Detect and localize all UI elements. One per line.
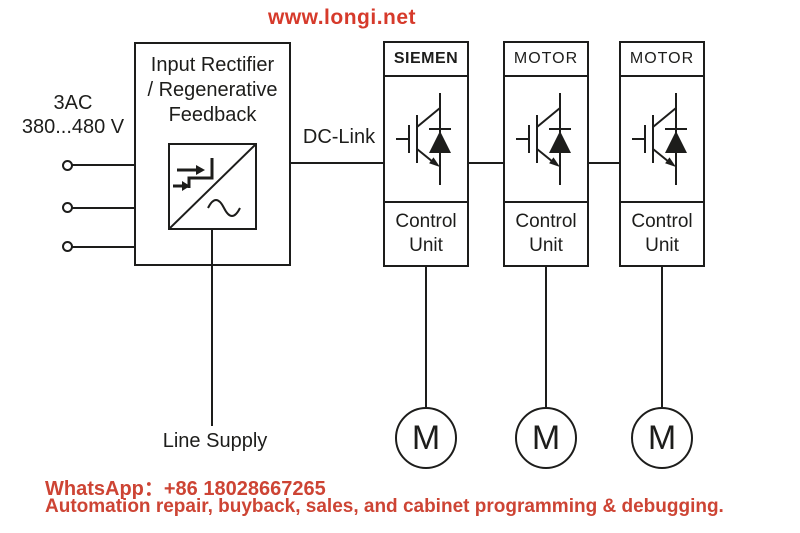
motor-wire-1: [425, 267, 427, 407]
motor-wire-2: [545, 267, 547, 407]
motor-1-label: M: [411, 418, 441, 457]
igbt-diode-icon: [503, 75, 589, 203]
website-url: www.longi.net: [268, 6, 417, 29]
module-3-control-unit: Control Unit: [619, 201, 705, 267]
supply-voltage-line2: 380...480 V: [21, 116, 125, 138]
supply-voltage-label: 3AC 380...480 V: [16, 91, 130, 139]
inverter-module-3: MOTOR Control Unit: [619, 41, 705, 267]
line-supply-label: Line Supply: [162, 430, 268, 452]
rectifier-title-line3: Feedback: [168, 104, 257, 126]
igbt-diode-icon: [619, 75, 705, 203]
terminal-dot-2: [62, 202, 73, 213]
inverter-module-1: SIEMEN Control Unit: [383, 41, 469, 267]
motor-2-label: M: [531, 418, 561, 457]
motor-symbol-1: M: [395, 407, 457, 469]
input-rectifier-block: Input Rectifier / Regenerative Feedback: [134, 42, 291, 266]
motor-symbol-3: M: [631, 407, 693, 469]
line-supply-wire: [211, 228, 213, 426]
module-2-control-unit: Control Unit: [503, 201, 589, 267]
module-1-control-unit: Control Unit: [383, 201, 469, 267]
terminal-dot-3: [62, 241, 73, 252]
dc-link-label: DC-Link: [302, 126, 376, 148]
module-2-header: MOTOR: [503, 41, 589, 77]
terminal-dot-1: [62, 160, 73, 171]
phase-wire-1: [72, 164, 134, 166]
motor-3-label: M: [647, 418, 677, 457]
inverter-module-2: MOTOR Control Unit: [503, 41, 589, 267]
rectifier-title: Input Rectifier / Regenerative Feedback: [136, 53, 289, 128]
module-3-header: MOTOR: [619, 41, 705, 77]
motor-symbol-2: M: [515, 407, 577, 469]
services-tagline: Automation repair, buyback, sales, and c…: [45, 496, 724, 517]
dc-link-wire: [291, 162, 383, 164]
rectifier-title-line2: / Regenerative: [147, 79, 278, 101]
motor-wire-3: [661, 267, 663, 407]
phase-wire-2: [72, 207, 134, 209]
igbt-diode-icon: [383, 75, 469, 203]
dc-bus-wire-2-3: [589, 162, 619, 164]
whatsapp-contact: WhatsApp：+86 18028667265: [45, 478, 326, 500]
phase-wire-3: [72, 246, 134, 248]
supply-voltage-line1: 3AC: [53, 92, 93, 114]
rectifier-title-line1: Input Rectifier: [150, 54, 275, 76]
rectifier-symbol-icon: [168, 143, 257, 230]
dc-bus-wire-1-2: [469, 162, 503, 164]
module-1-header: SIEMEN: [383, 41, 469, 77]
